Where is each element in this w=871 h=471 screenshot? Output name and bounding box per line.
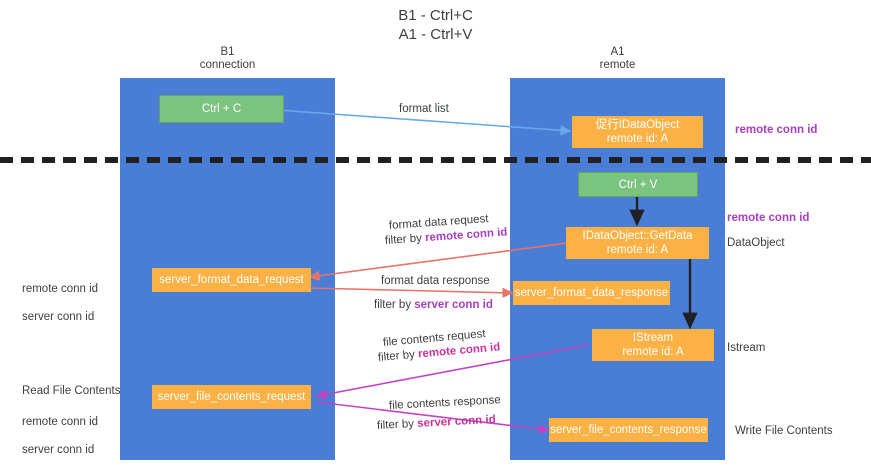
note-server-conn-id: server conn id: [22, 444, 95, 456]
node-idataobject[interactable]: 促行IDataObject remote id: A: [572, 116, 703, 148]
note-remote-conn-id: remote conn id: [22, 283, 99, 295]
note-remote-conn-id: remote conn id: [22, 416, 99, 428]
edge-label-format-list: format list: [399, 103, 449, 115]
node-server-file-contents-request[interactable]: server_file_contents_request: [152, 385, 311, 409]
note-right-istream: Istream: [727, 342, 766, 354]
filter-server-conn-id: server conn id: [416, 413, 497, 430]
node-ctrl-v[interactable]: Ctrl + V: [578, 172, 698, 197]
filter-prefix: filter by: [376, 417, 418, 432]
note-right-dataobject: DataObject: [727, 237, 785, 249]
node-server-format-data-response[interactable]: server_format_data_response: [513, 281, 670, 305]
column-header-b1: B1 connection: [199, 46, 256, 71]
node-istream[interactable]: IStream remote id: A: [592, 329, 714, 361]
note-right-write-file-contents: Write File Contents: [735, 425, 833, 437]
node-server-file-contents-response[interactable]: server_file_contents_response: [549, 418, 708, 442]
filter-prefix: filter by: [384, 232, 426, 247]
edge-label-file-contents-response-filter: filter by server conn id: [377, 413, 497, 434]
note-left-conn-ids-1: remote conn id server conn id: [22, 268, 98, 338]
note-right-remote-conn-id-1: remote conn id: [735, 124, 818, 136]
filter-server-conn-id: server conn id: [414, 299, 493, 311]
node-ctrl-c[interactable]: Ctrl + C: [159, 95, 284, 123]
edge-label-file-contents-response: file contents response: [388, 394, 502, 412]
edge-label-format-data-response: format data response: [381, 275, 490, 287]
phase-divider: [0, 157, 871, 163]
note-server-conn-id: server conn id: [22, 311, 95, 323]
note-right-remote-conn-id-2: remote conn id: [727, 212, 810, 224]
filter-prefix: filter by: [374, 299, 415, 311]
node-idataobject-getdata[interactable]: IDataObject::GetData remote id: A: [566, 227, 709, 259]
page-title: B1 - Ctrl+C A1 - Ctrl+V: [398, 7, 473, 43]
filter-prefix: filter by: [377, 348, 419, 364]
note-left-conn-ids-2: remote conn id server conn id: [22, 401, 98, 471]
edge-label-format-data-response-filter: filter by server conn id: [374, 298, 493, 313]
column-header-a1: A1 remote: [599, 46, 636, 71]
node-server-format-data-request[interactable]: server_format_data_request: [152, 268, 311, 292]
note-left-read-file-contents: Read File Contents: [22, 385, 121, 397]
